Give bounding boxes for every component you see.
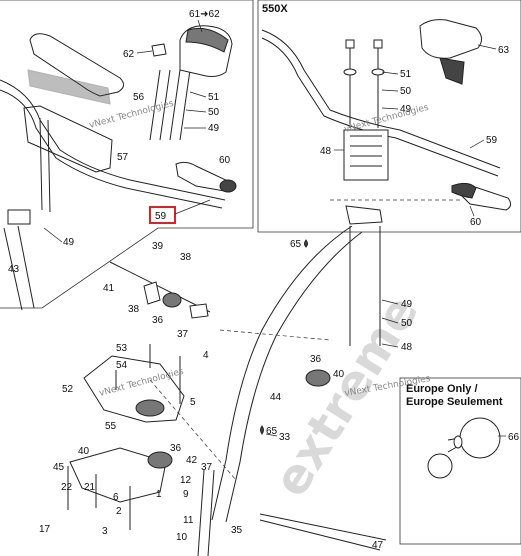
label-50-550x: 50 <box>400 86 412 97</box>
label-10: 10 <box>176 532 188 543</box>
label-60-550x: 60 <box>470 217 482 228</box>
label-48-550x: 48 <box>320 146 332 157</box>
label-55: 55 <box>105 421 117 432</box>
label-35: 35 <box>231 525 243 536</box>
label-37: 37 <box>177 329 189 340</box>
label-49-main: 49 <box>401 299 413 310</box>
label-2: 2 <box>116 506 122 517</box>
label-39: 39 <box>152 241 164 252</box>
europe-seulement-title: Europe Seulement <box>406 396 503 408</box>
label-40-left: 40 <box>78 446 90 457</box>
label-17: 17 <box>39 524 51 535</box>
label-42: 42 <box>186 455 198 466</box>
europe-only-title: Europe Only / <box>406 383 478 395</box>
label-21: 21 <box>84 482 96 493</box>
label-57: 57 <box>117 152 129 163</box>
europe-box-frame <box>399 377 521 545</box>
label-36-a: 36 <box>152 315 164 326</box>
label-44: 44 <box>270 392 282 403</box>
label-49-550x: 49 <box>400 104 412 115</box>
label-51-top: 51 <box>208 92 220 103</box>
label-40-right: 40 <box>333 369 345 380</box>
label-49-left: 49 <box>63 237 75 248</box>
label-36-b: 36 <box>310 354 322 365</box>
label-48-main: 48 <box>401 342 413 353</box>
label-56: 56 <box>133 92 145 103</box>
label-50-main: 50 <box>401 318 413 329</box>
label-50-top: 50 <box>208 107 220 118</box>
label-6: 6 <box>113 492 119 503</box>
label-12: 12 <box>180 475 192 486</box>
label-60-left: 60 <box>219 155 231 166</box>
label-65-upper: 65 <box>290 239 302 250</box>
highlight-box-59 <box>149 206 176 224</box>
label-41: 41 <box>103 283 115 294</box>
label-52: 52 <box>62 384 74 395</box>
label-4: 4 <box>203 350 209 361</box>
label-49-top: 49 <box>208 123 220 134</box>
inset-550x-assembly <box>261 19 512 211</box>
label-37-lower: 37 <box>201 462 213 473</box>
inset-title-550x: 550X <box>262 3 288 15</box>
inset-frame-left <box>0 0 254 309</box>
label-33: 33 <box>279 432 291 443</box>
horn-illustration <box>427 417 501 479</box>
label-66: 66 <box>508 432 520 443</box>
label-43: 43 <box>8 264 20 275</box>
label-59-highlighted: 59 <box>155 211 167 222</box>
label-5: 5 <box>190 397 196 408</box>
label-63: 63 <box>498 45 510 56</box>
label-47: 47 <box>372 540 384 551</box>
label-1: 1 <box>156 489 162 500</box>
label-38-upper: 38 <box>180 252 192 263</box>
label-11: 11 <box>183 515 194 526</box>
label-59-550x: 59 <box>486 135 498 146</box>
label-54: 54 <box>116 360 128 371</box>
left-inset-assembly <box>0 25 237 311</box>
main-assembly <box>67 199 460 556</box>
label-45: 45 <box>53 462 65 473</box>
label-22: 22 <box>61 482 73 493</box>
label-51-550x: 51 <box>400 69 412 80</box>
label-65-lower: 65 <box>266 426 278 437</box>
label-9: 9 <box>183 489 189 500</box>
label-38-lower: 38 <box>128 304 140 315</box>
label-62: 62 <box>123 49 135 60</box>
label-61-62: 61➜62 <box>189 9 220 20</box>
label-53: 53 <box>116 343 128 354</box>
label-3: 3 <box>102 526 108 537</box>
label-36-c: 36 <box>170 443 182 454</box>
inset-frame-550x <box>257 0 521 233</box>
